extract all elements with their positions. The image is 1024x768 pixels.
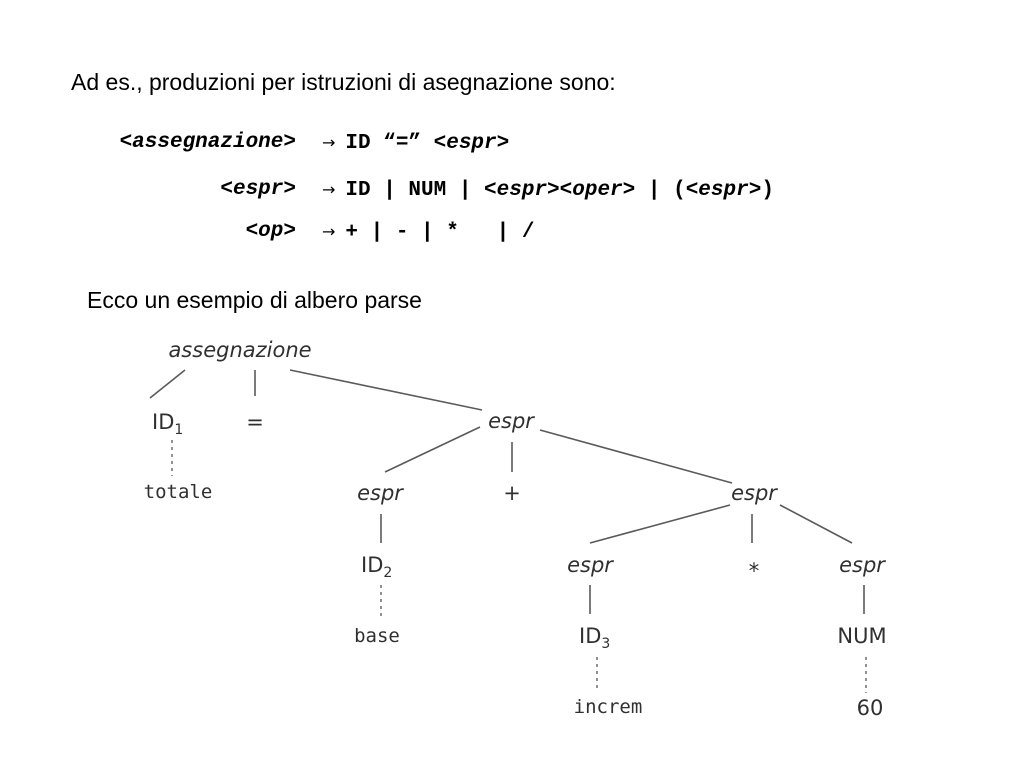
edge-root-espr [289, 369, 483, 411]
arrow-icon: → [322, 133, 336, 152]
tree-node-assegnazione: assegnazione [168, 338, 311, 362]
edge-root-id1 [149, 369, 186, 399]
tree-leaf-60: 60 [857, 696, 884, 720]
production-lhs: <assegnazione> [119, 131, 296, 154]
tree-leaf-increm: increm [574, 696, 643, 718]
production-rhs: →+ | - | * | / [322, 221, 535, 244]
tree-node-equals: = [246, 410, 264, 434]
tree-node-espr-rr: espr [839, 553, 886, 577]
production-assegnazione: <assegnazione> →ID “=” <espr> [0, 126, 1024, 160]
tree-node-espr-rl: espr [567, 553, 614, 577]
tree-node-id2: ID2 [361, 553, 392, 581]
tree-leaf-totale: totale [144, 481, 213, 503]
production-espr: <espr> →ID | NUM | <espr><oper> | (<espr… [0, 173, 1024, 207]
edge-right-rl [589, 504, 731, 544]
edge-espr-left [384, 426, 481, 473]
edge-right-rr [779, 504, 853, 544]
tree-node-id3: ID3 [579, 624, 610, 652]
tree-caption: Ecco un esempio di albero parse [87, 287, 422, 313]
tree-leaf-base: base [354, 625, 400, 647]
production-rhs: →ID “=” <espr> [322, 132, 510, 155]
production-op: <op> →+ | - | * | / [0, 215, 1024, 249]
tree-node-star: * [749, 559, 760, 583]
tree-node-espr-right: espr [731, 481, 778, 505]
tree-node-id1: ID1 [152, 410, 183, 438]
tree-node-num: NUM [837, 624, 886, 648]
edge-espr-right [539, 429, 733, 484]
arrow-icon: → [322, 180, 336, 199]
tree-node-espr-left: espr [357, 481, 404, 505]
arrow-icon: → [322, 222, 336, 241]
production-lhs: <espr> [220, 178, 296, 201]
tree-node-plus: + [503, 481, 521, 505]
tree-node-espr-top: espr [488, 409, 535, 433]
production-lhs: <op> [245, 220, 296, 243]
intro-text: Ad es., produzioni per istruzioni di ase… [71, 69, 616, 95]
production-rhs: →ID | NUM | <espr><oper> | (<espr>) [322, 179, 774, 202]
